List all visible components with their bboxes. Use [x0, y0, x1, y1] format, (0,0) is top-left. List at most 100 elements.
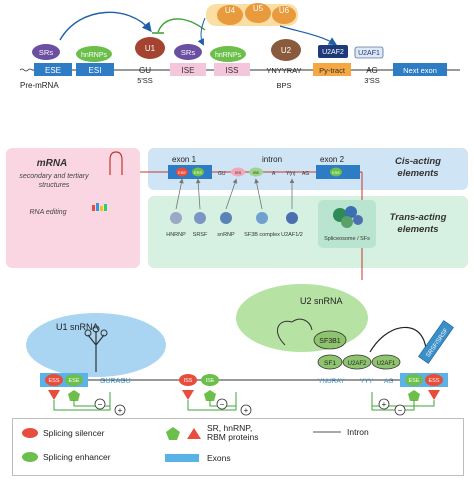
u2af2-panel3-label: U2AF2 [348, 361, 367, 367]
factor-srsf: SRSF [193, 232, 208, 238]
rna-editing-icon [92, 203, 107, 211]
minus-mid-label: − [220, 400, 225, 409]
srsf-factor: SRSF [193, 178, 208, 238]
legend-intron-text: Intron [347, 427, 369, 437]
u6-label: U6 [279, 6, 290, 15]
ese-left-label: ESE [68, 378, 79, 384]
ese2-pill [330, 167, 342, 177]
plus-icon-right [378, 398, 390, 410]
u2af1-blob [371, 354, 401, 370]
minus-icon-left [94, 398, 106, 410]
u2af-factor: U2AF1/2 [281, 178, 303, 238]
minus-icon-mid [216, 398, 228, 410]
ss5-label: 5'SS [137, 76, 153, 85]
enhancer-protein-right [408, 390, 420, 401]
legend-enhancer: Splicing enhancer [21, 451, 111, 463]
hnrnps-protein-mid [210, 46, 246, 62]
cis-title1: Cis-acting [395, 156, 441, 167]
spliceosome-icon [333, 206, 363, 228]
intron-label: intron [262, 155, 282, 164]
plus-right-label: + [382, 400, 387, 409]
plus-icon-left [114, 404, 126, 416]
u5-label: U5 [253, 4, 264, 13]
ise-pill [249, 167, 263, 177]
u1-snrna-label: U1 snRNA [56, 322, 99, 332]
ise-pill-panel3 [201, 374, 219, 386]
legend-exons-text: Exons [207, 452, 231, 463]
ynyyray-label: YNYYRAY [266, 66, 301, 75]
ese-right-pill [405, 374, 423, 386]
ise-panel3-label: ISE [206, 378, 215, 384]
sf3b1-blob [313, 330, 347, 350]
gu-label: GU [139, 66, 151, 75]
intron-line-icon [313, 431, 341, 433]
ag-element: AG [302, 171, 309, 177]
yyy-label: YYY [360, 378, 374, 385]
snrnp-factor: snRNP [217, 178, 238, 238]
panel-spliceosome-assembly: U1 snRNA U2 snRNA SF3B1 SF1 U2AF2 U2AF1 … [26, 284, 454, 416]
u2af2-box [318, 45, 348, 58]
srsf-tag: SRSF/SRSF [418, 320, 454, 364]
silencer-protein-left [48, 390, 60, 400]
ise-label: ISE [182, 66, 195, 75]
legend-silencer-text: Splicing silencer [43, 427, 105, 438]
u4u6-arrow [197, 17, 206, 46]
factor-snrnp: snRNP [217, 232, 235, 238]
hairpin-icon [109, 151, 123, 175]
factor-spliceosome: Spliceosome / SFs [324, 236, 370, 242]
premrna-5prime-tail [19, 68, 33, 72]
mrna-sub2: structures [39, 182, 70, 189]
u2af2-blob [342, 354, 372, 370]
ess1-pill [192, 167, 204, 177]
sf3b-factor: SF3B complex [244, 178, 280, 238]
trans-title2: elements [397, 224, 438, 235]
factor-u2af: U2AF1/2 [281, 232, 303, 238]
minus-right-label: − [398, 406, 403, 415]
legend: Splicing silencer Splicing enhancer SR, … [12, 418, 464, 476]
sf3b1-label: SF3B1 [319, 338, 341, 345]
ag-panel3-label: AG [384, 378, 393, 385]
hnrnps-left-label: hnRNPs [81, 52, 108, 59]
iss-panel3-label: ISS [184, 378, 193, 384]
plus-icon-mid [240, 404, 252, 416]
ise-element: ISE [253, 170, 260, 175]
cis-title2: elements [397, 168, 438, 179]
ynuray-label: YNURAY [318, 378, 345, 385]
iss-label: ISS [226, 66, 239, 75]
plus-mid-label: + [244, 406, 249, 415]
esi-box [76, 63, 114, 76]
u2-snrna-cloud [236, 284, 368, 352]
ess-right-label: ESS [428, 378, 439, 384]
enhancer-protein-mid [204, 390, 216, 401]
enhancer-protein-left [68, 390, 80, 401]
u6-to-u2-arrow [279, 25, 338, 46]
u2af1-box [354, 46, 384, 59]
sf1-blob [317, 354, 343, 370]
ese1-label: ESE [178, 170, 186, 175]
cis-box [148, 148, 468, 190]
iss-box [214, 63, 250, 76]
factor-hnrnp: HNRNP [166, 232, 186, 238]
esi-label: ESI [89, 66, 102, 75]
legend-intron: Intron [313, 428, 369, 437]
hnrnps-mid-label: hnRNPs [215, 52, 242, 59]
hnrnp-factor: HNRNP [166, 178, 186, 238]
ese-box [34, 63, 72, 76]
ise-box [170, 63, 206, 76]
premrna-label: Pre-mRNA [20, 81, 59, 90]
ese-label: ESE [45, 66, 61, 75]
gu-element: GU [218, 171, 226, 177]
minus-icon-right [394, 404, 406, 416]
ess-left-label: ESS [48, 378, 59, 384]
hnrnps-protein-left [76, 46, 112, 62]
exon1-label: exon 1 [172, 155, 197, 164]
ese-left-pill [65, 374, 83, 386]
srs-left-label: SRs [39, 48, 53, 57]
trans-title1: Trans-acting [390, 212, 447, 223]
next-exon-label: Next exon [403, 66, 437, 75]
iss-element: ISS [235, 170, 242, 175]
u4-u5-u6-complex: U4 U5 U6 [206, 3, 298, 26]
enhancer-icon [22, 452, 38, 462]
